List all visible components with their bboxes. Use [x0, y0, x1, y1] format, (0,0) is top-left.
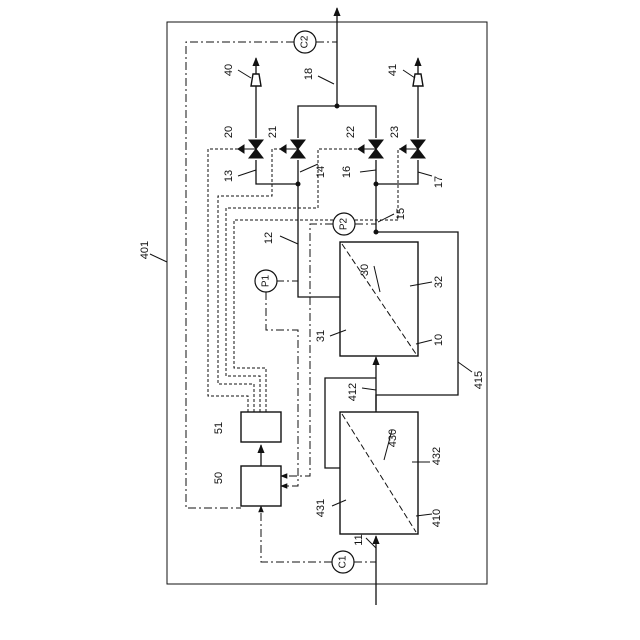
valve-22-icon: [369, 140, 383, 149]
label-40: 40: [223, 64, 235, 76]
leader-41: [403, 70, 415, 78]
label-22: 22: [345, 126, 357, 138]
junction-16: [374, 182, 378, 186]
header-junction: [335, 104, 339, 108]
valve-21[interactable]: [280, 140, 305, 158]
leader-15: [378, 214, 394, 222]
leader-18: [318, 76, 334, 84]
controller-50: [241, 466, 281, 506]
gauge-c2-label: C2: [300, 35, 311, 48]
label-16: 16: [341, 166, 353, 178]
label-32: 32: [433, 276, 445, 288]
junction-14: [296, 182, 300, 186]
leader-415: [458, 362, 472, 372]
vent-41-icon: [413, 74, 423, 86]
system-boundary-leader: [150, 254, 167, 262]
pipe-13: [256, 160, 298, 184]
label-412: 412: [347, 383, 359, 401]
label-41: 41: [387, 64, 399, 76]
system-label: 401: [139, 241, 151, 259]
valve-21-actuator: [280, 145, 286, 153]
valve-21-icon-lower: [291, 149, 305, 158]
valve-23-actuator: [400, 145, 406, 153]
gauge-c2: C2: [294, 31, 316, 53]
label-410: 410: [431, 509, 443, 527]
label-432: 432: [431, 447, 443, 465]
gauge-c1: C1: [332, 551, 354, 573]
label-15: 15: [395, 208, 407, 220]
label-13: 13: [223, 170, 235, 182]
pipe-18-header: [298, 106, 376, 138]
gauge-p2: P2: [333, 213, 355, 235]
label-10: 10: [433, 334, 445, 346]
valve-20-actuator: [238, 145, 244, 153]
signal-p1: [266, 292, 298, 486]
label-14: 14: [315, 166, 327, 178]
valve-20-icon: [249, 140, 263, 149]
label-18: 18: [303, 68, 315, 80]
label-20: 20: [223, 126, 235, 138]
vent-40-icon: [251, 74, 261, 86]
gauge-p2-label: P2: [339, 217, 350, 230]
signal-valve-20: [208, 149, 248, 412]
gauge-p1: P1: [255, 270, 277, 292]
junction-15: [374, 230, 378, 234]
label-415: 415: [473, 371, 485, 389]
valve-21-icon: [291, 140, 305, 149]
leader-13: [238, 170, 256, 176]
valve-20[interactable]: [238, 140, 263, 158]
valve-23-icon-lower: [411, 149, 425, 158]
leader-40: [238, 70, 251, 78]
label-31: 31: [315, 330, 327, 342]
leader-16: [360, 170, 376, 172]
label-30: 30: [359, 264, 371, 276]
label-23: 23: [389, 126, 401, 138]
label-12: 12: [263, 232, 275, 244]
pipe-17: [376, 160, 418, 184]
leader-17: [418, 172, 432, 176]
label-17: 17: [433, 176, 445, 188]
valve-22-icon-lower: [369, 149, 383, 158]
leader-12: [280, 236, 298, 244]
label-21: 21: [267, 126, 279, 138]
gauge-p1-label: P1: [261, 274, 272, 287]
leader-412: [362, 388, 376, 390]
valve-23-icon: [411, 140, 425, 149]
label-51: 51: [213, 422, 225, 434]
label-430: 430: [387, 429, 399, 447]
gauge-c1-label: C1: [338, 555, 349, 568]
valve-23[interactable]: [400, 140, 425, 158]
unit-51: [241, 412, 281, 442]
label-431: 431: [315, 499, 327, 517]
valve-22[interactable]: [358, 140, 383, 158]
leader-11: [366, 538, 376, 548]
label-50: 50: [213, 472, 225, 484]
valve-20-icon-lower: [249, 149, 263, 158]
label-11: 11: [353, 534, 365, 545]
valve-22-actuator: [358, 145, 364, 153]
pipe-12: [298, 184, 340, 297]
